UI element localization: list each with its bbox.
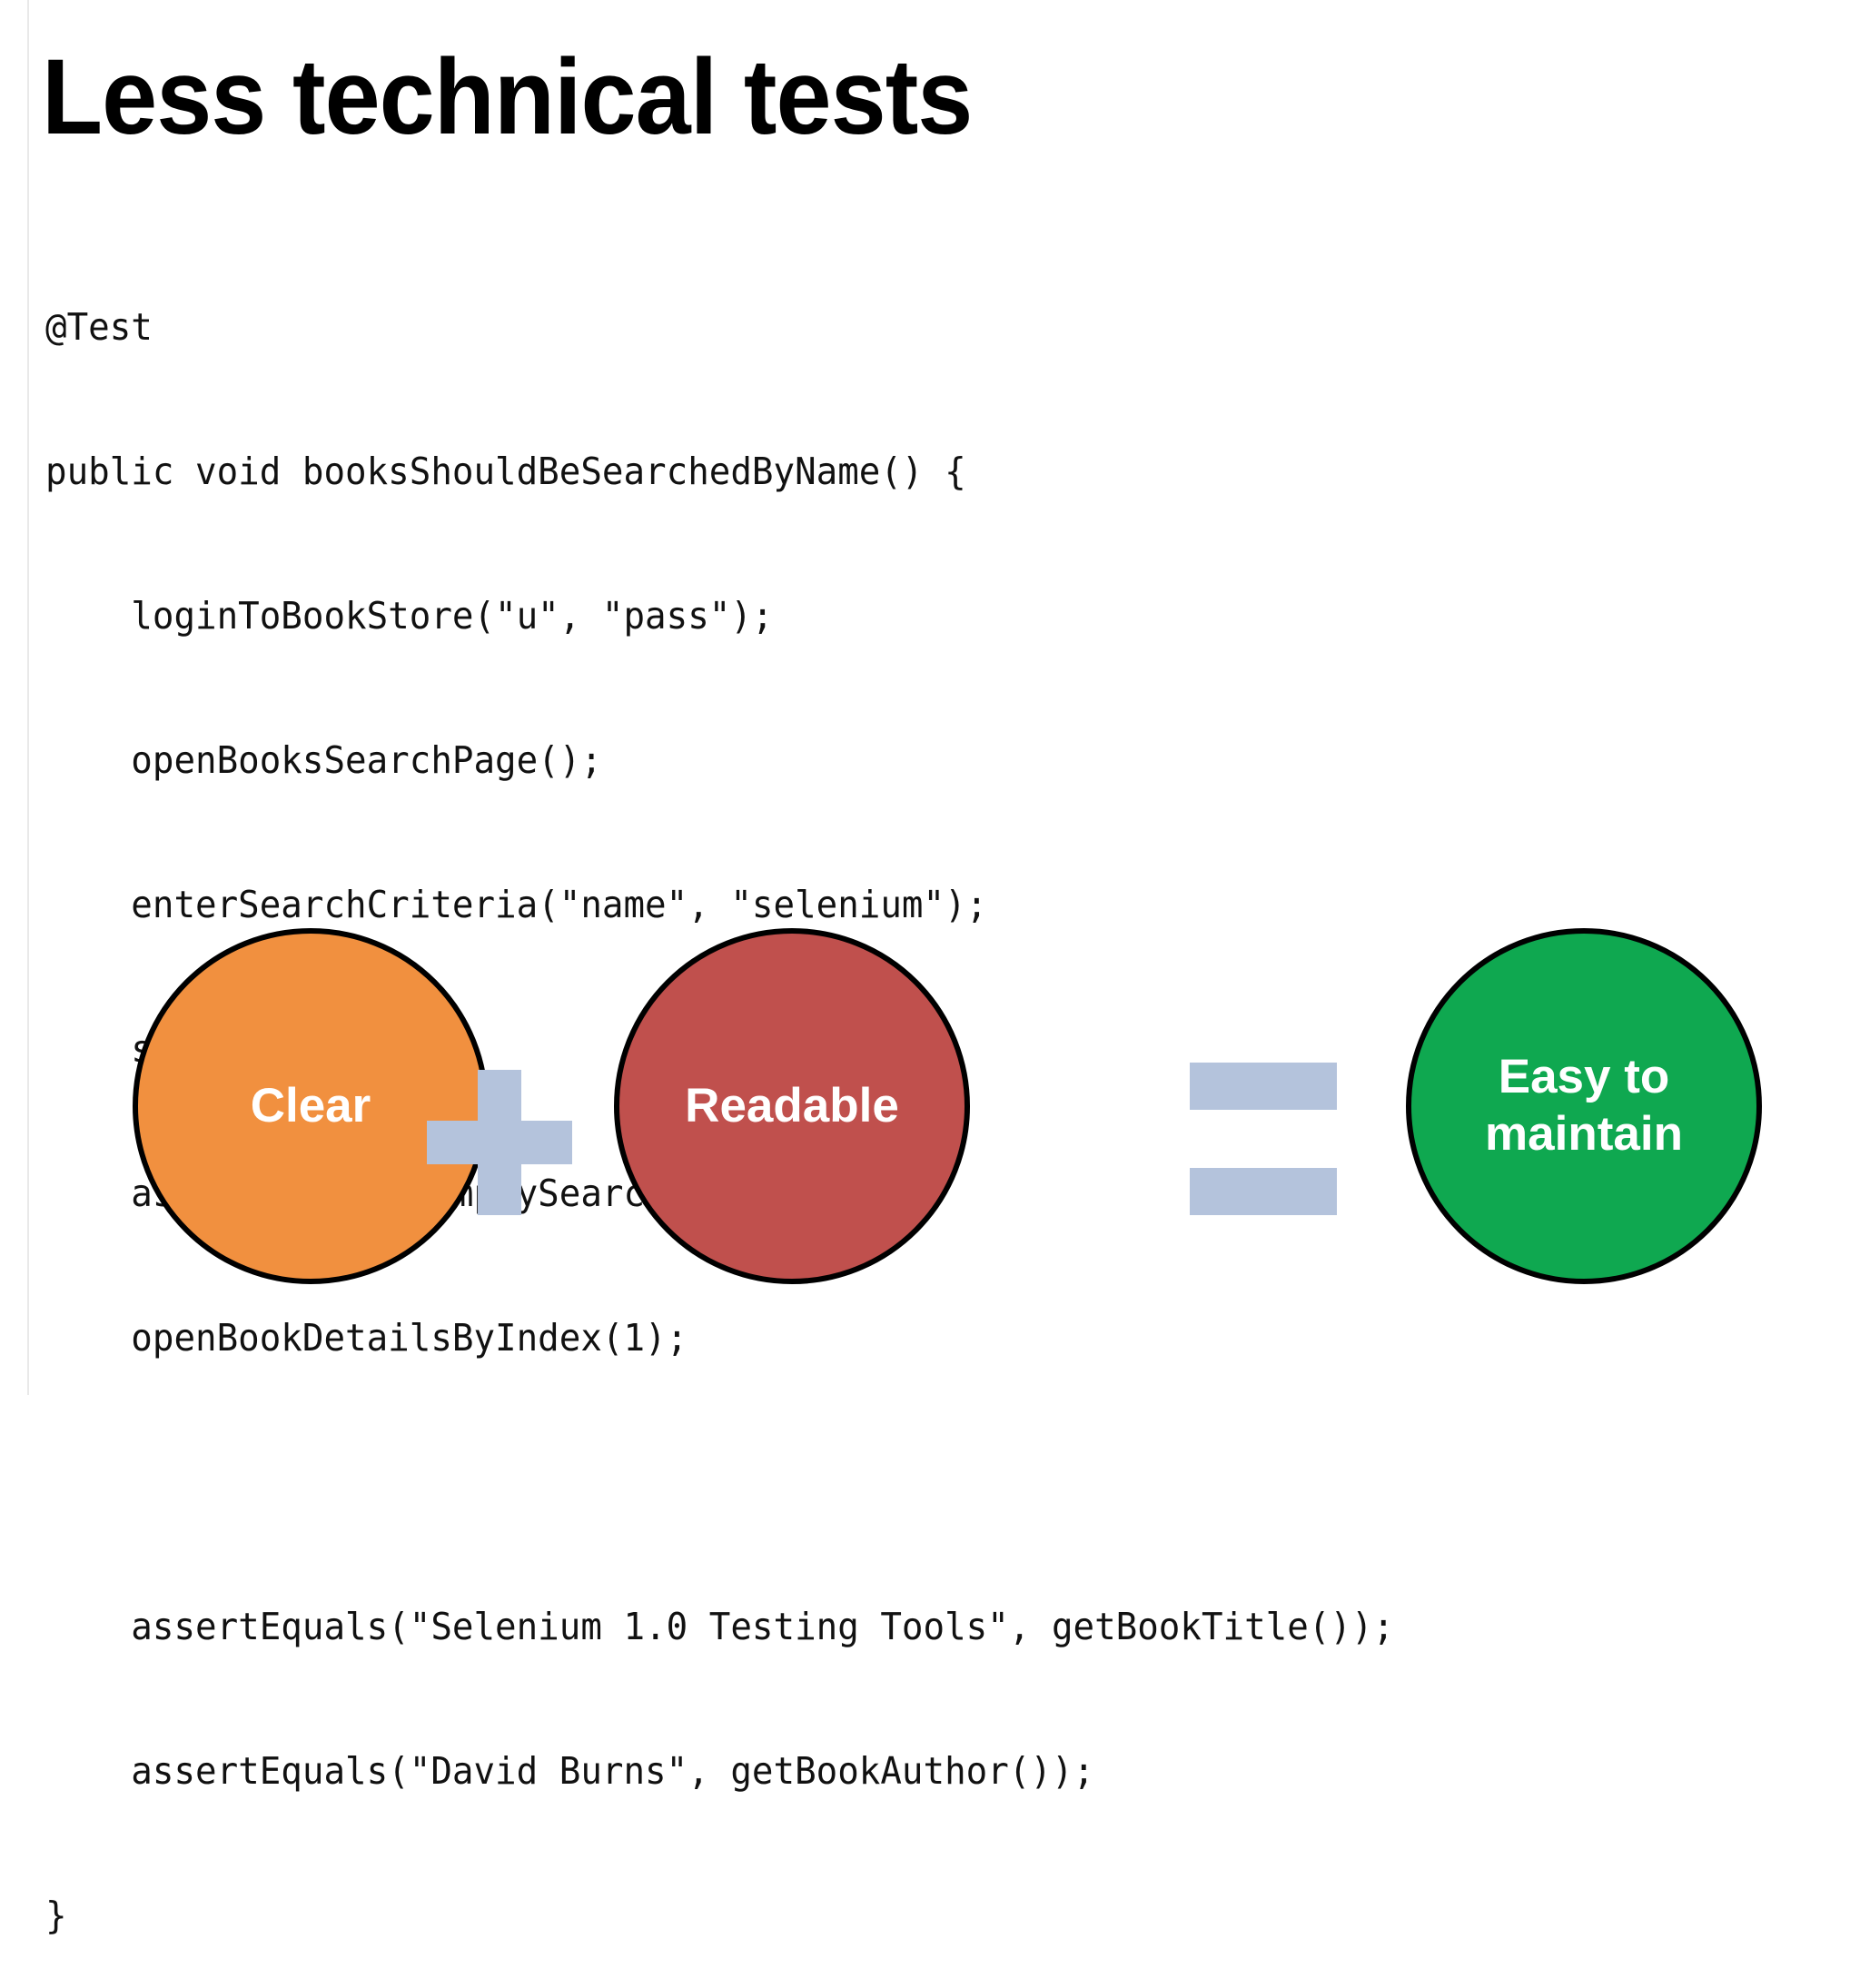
equals-icon-bar-bottom xyxy=(1190,1168,1337,1215)
code-line: openBookDetailsByIndex(1); xyxy=(45,1316,688,1360)
slide-left-rule xyxy=(27,0,29,1395)
code-line: assertEquals("David Burns", getBookAutho… xyxy=(45,1749,1095,1793)
plus-icon-bar-vertical xyxy=(478,1070,521,1215)
code-line: enterSearchCriteria("name", "selenium"); xyxy=(45,883,988,926)
code-line-blank xyxy=(45,1459,1746,1507)
code-line: openBooksSearchPage(); xyxy=(45,738,602,782)
bubble-easy-to-maintain-label: Easy to maintain xyxy=(1485,1050,1683,1161)
page-title: Less technical tests xyxy=(42,37,973,157)
code-line: public void booksShouldBeSearchedByName(… xyxy=(45,450,966,493)
equals-icon-bar-top xyxy=(1190,1063,1337,1110)
code-line: } xyxy=(45,1894,67,1937)
plus-icon xyxy=(427,1070,572,1215)
equals-icon xyxy=(1190,1063,1337,1215)
bubble-easy-to-maintain: Easy to maintain xyxy=(1406,928,1762,1284)
bubble-readable-label: Readable xyxy=(685,1078,899,1132)
code-line: @Test xyxy=(45,305,153,349)
bubble-clear: Clear xyxy=(133,928,489,1284)
equation-diagram: Clear Readable Easy to maintain xyxy=(0,908,1860,1308)
bubble-clear-label: Clear xyxy=(250,1078,371,1132)
code-line: loginToBookStore("u", "pass"); xyxy=(45,594,774,638)
bubble-readable: Readable xyxy=(614,928,970,1284)
code-line: assertEquals("Selenium 1.0 Testing Tools… xyxy=(45,1605,1395,1648)
